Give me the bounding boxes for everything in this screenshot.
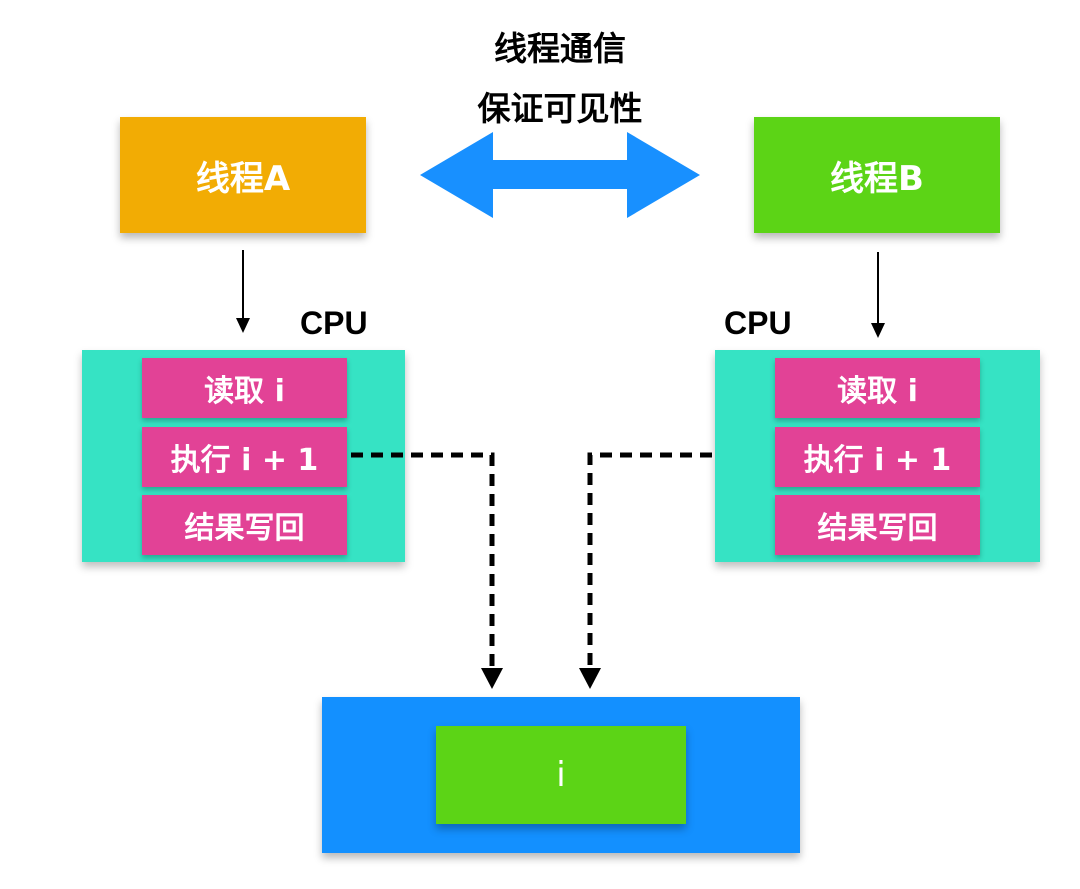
thread-a-box: 线程A bbox=[120, 117, 366, 233]
cpu-b-step-execute: 执行 i + 1 bbox=[775, 427, 980, 487]
thread-a-label: 线程A bbox=[195, 158, 291, 199]
double-headed-arrow-icon bbox=[420, 132, 700, 218]
thread-b-label: 线程B bbox=[830, 158, 924, 199]
cpu-b-to-memory-dashed-line bbox=[587, 452, 712, 668]
cpu-a-label: CPU bbox=[300, 305, 368, 341]
thread-b-box: 线程B bbox=[754, 117, 1000, 233]
arrowhead-icon bbox=[871, 323, 885, 338]
cpu-a-step-read: 读取 i bbox=[142, 358, 347, 418]
arrowhead-icon bbox=[579, 668, 601, 689]
cpu-b-label: CPU bbox=[724, 305, 792, 341]
title-line-1: 线程通信 bbox=[494, 29, 626, 68]
arrowhead-icon bbox=[481, 668, 503, 689]
cpu-b-step-writeback: 结果写回 bbox=[775, 495, 980, 555]
arrowhead-icon bbox=[236, 318, 250, 333]
cpu-a-step-writeback: 结果写回 bbox=[142, 495, 347, 555]
cpu-b-step-read: 读取 i bbox=[775, 358, 980, 418]
cpu-a-step-execute: 执行 i + 1 bbox=[142, 427, 347, 487]
memory-variable-label: i bbox=[556, 755, 566, 795]
title-line-2: 保证可见性 bbox=[477, 89, 643, 128]
memory-variable-box: i bbox=[436, 726, 686, 824]
